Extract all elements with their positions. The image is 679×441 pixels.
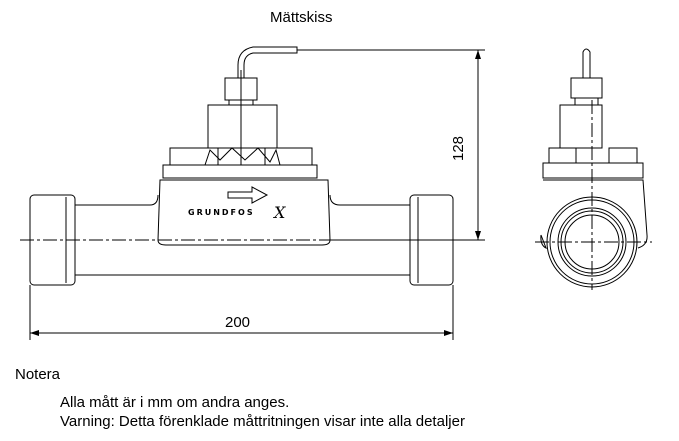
note-line: Alla mått är i mm om andra anges. [60, 394, 290, 411]
grundfos-logo: GRUNDFOS [188, 208, 255, 217]
grundfos-x-logo-icon: X [272, 203, 286, 222]
note-line: Varning: Detta förenklade måttritningen … [60, 413, 465, 430]
front-view: GRUNDFOS X [20, 47, 465, 285]
drawing-title: Mättskiss [270, 9, 333, 26]
height-dimension-label: 128 [450, 135, 468, 162]
dimension-lines [30, 50, 485, 340]
side-view [535, 49, 652, 290]
width-dimension-label: 200 [225, 314, 251, 331]
notes-heading: Notera [15, 366, 61, 383]
